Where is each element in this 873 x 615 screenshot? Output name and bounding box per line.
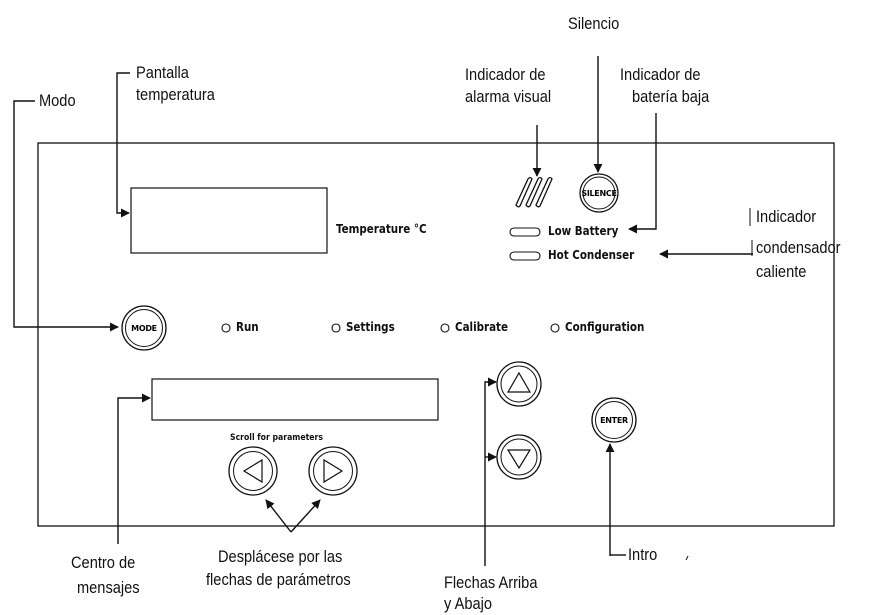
panel-border <box>37 142 835 527</box>
mode-button[interactable] <box>121 305 167 351</box>
flechas-callout-line1: Flechas Arriba <box>444 573 538 592</box>
down-arrow-icon <box>506 449 532 470</box>
mode-button-label: MODE <box>131 324 157 333</box>
settings-led <box>331 323 341 333</box>
configuration-led <box>550 323 560 333</box>
pantalla-callout-line1: Pantalla <box>136 63 189 82</box>
desplacese-leader-left <box>265 499 292 533</box>
alarma-callout-line1: Indicador de <box>465 65 546 84</box>
centro-leader <box>117 393 151 544</box>
flechas-leader <box>484 377 497 566</box>
up-arrow-button[interactable] <box>496 361 542 407</box>
calibrate-label: Calibrate <box>455 320 508 334</box>
pantalla-callout-line2: temperatura <box>136 85 215 104</box>
run-label: Run <box>236 320 259 334</box>
scroll-right-button[interactable] <box>308 446 358 496</box>
run-led <box>221 323 231 333</box>
up-arrow-icon <box>506 371 532 393</box>
scroll-left-button[interactable] <box>228 446 278 496</box>
visual-alarm-icon <box>515 176 553 208</box>
stray-mark <box>685 555 689 561</box>
modo-callout: Modo <box>39 91 76 110</box>
desplacese-callout-line1: Desplácese por las <box>218 547 343 566</box>
temperature-label: Temperature °C <box>336 222 427 236</box>
scroll-label: Scroll for parameters <box>230 433 323 443</box>
silence-button[interactable] <box>579 173 619 213</box>
settings-label: Settings <box>346 320 395 334</box>
right-arrow-icon <box>323 458 344 484</box>
calibrate-led <box>440 323 450 333</box>
hot-condenser-led <box>509 251 541 261</box>
left-arrow-icon <box>242 458 263 484</box>
message-center-display <box>151 378 439 421</box>
pantalla-leader <box>116 72 130 218</box>
flechas-callout-line2: y Abajo <box>444 594 492 613</box>
hot-condenser-label: Hot Condenser <box>548 248 635 262</box>
bateria-callout-line2: batería baja <box>632 87 710 106</box>
bateria-leader <box>628 113 657 234</box>
silencio-callout: Silencio <box>568 14 620 33</box>
desplacese-callout-line2: flechas de parámetros <box>206 570 351 589</box>
desplacese-leader-right <box>290 499 321 533</box>
configuration-label: Configuration <box>565 320 645 334</box>
down-arrow-button[interactable] <box>496 434 542 480</box>
temperature-display <box>130 187 328 254</box>
condensador-callout-line1: Indicador <box>756 207 817 226</box>
enter-button-label: ENTER <box>600 416 628 425</box>
centro-callout-line2: mensajes <box>77 578 140 597</box>
silence-button-label: SILENCE <box>581 189 616 198</box>
low-battery-label: Low Battery <box>548 224 619 238</box>
low-battery-led <box>509 227 541 237</box>
condensador-callout-line3: caliente <box>756 262 807 281</box>
enter-button[interactable] <box>591 397 637 443</box>
intro-callout: Intro <box>628 545 658 564</box>
bateria-callout-line1: Indicador de <box>620 65 701 84</box>
centro-callout-line1: Centro de <box>71 553 136 572</box>
modo-leader <box>13 100 119 332</box>
condensador-callout-line2: condensador <box>756 238 841 257</box>
alarma-callout-line2: alarma visual <box>465 87 552 106</box>
